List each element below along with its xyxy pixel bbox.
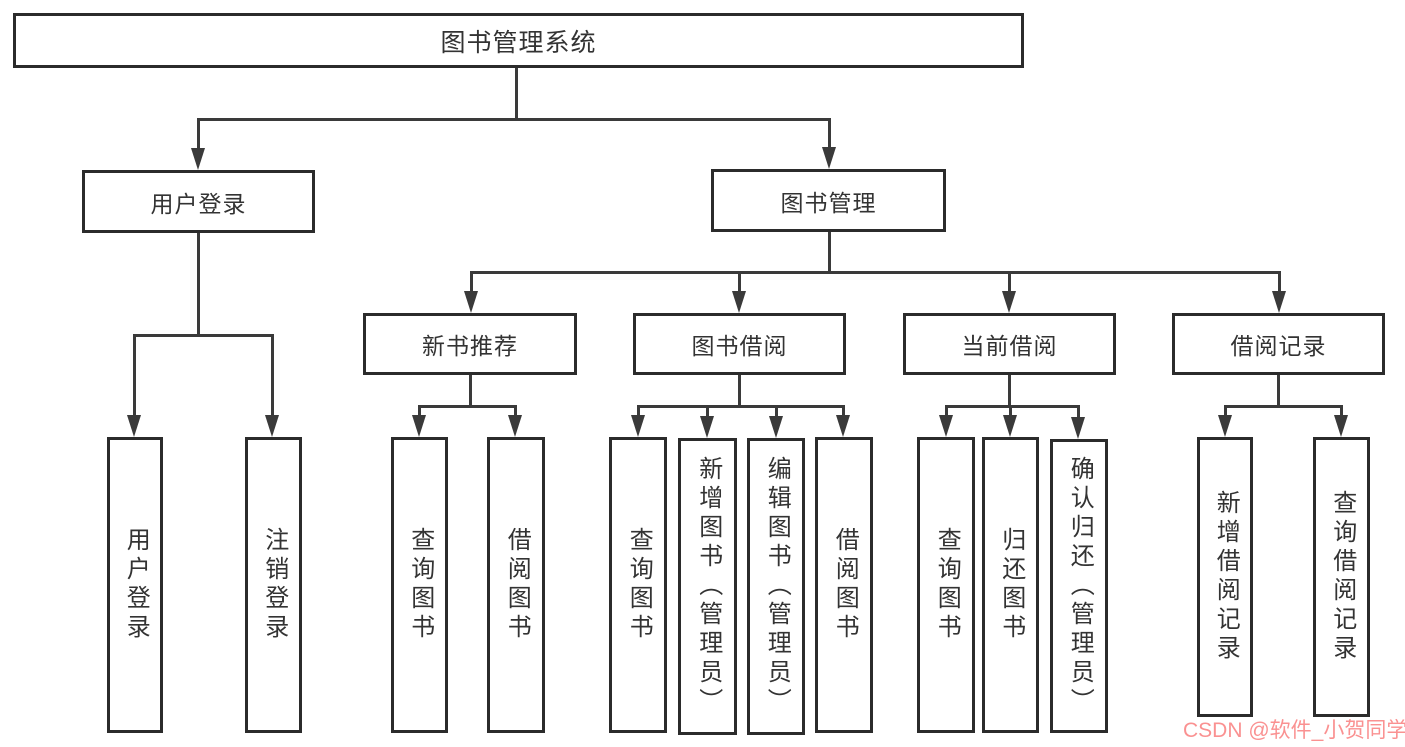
leaf-cb-query-books-label: 查询图书 bbox=[933, 527, 961, 643]
leaf-bb-query-books-label: 查询图书 bbox=[625, 527, 653, 643]
connector-ul-drop-1 bbox=[133, 334, 136, 417]
arrow-down-icon bbox=[732, 291, 746, 313]
connector-g2-leaf-drop bbox=[1077, 405, 1080, 420]
leaf-bb-borrow-books-label: 借阅图书 bbox=[831, 527, 859, 643]
connector-g1-drop bbox=[738, 271, 741, 293]
connector-level3-rail bbox=[470, 271, 1281, 274]
arrow-down-icon bbox=[1334, 415, 1348, 437]
leaf-bb-borrow-books: 借阅图书 bbox=[815, 437, 873, 733]
leaf-cb-query-books: 查询图书 bbox=[917, 437, 975, 733]
connector-g1-leaf-drop bbox=[706, 405, 709, 418]
arrow-down-icon bbox=[822, 147, 836, 169]
connector-g1-leaf-drop bbox=[775, 405, 778, 418]
leaf-rec-query-books: 查询图书 bbox=[391, 437, 448, 733]
connector-g3-stem bbox=[1277, 375, 1280, 407]
arrow-down-icon bbox=[1071, 417, 1085, 439]
leaf-logout-label: 注销登录 bbox=[260, 527, 288, 643]
connector-ul-drop-2 bbox=[271, 334, 274, 417]
arrow-down-icon bbox=[939, 415, 953, 437]
arrow-down-icon bbox=[191, 148, 205, 170]
leaf-user-login-label: 用户登录 bbox=[122, 527, 150, 643]
connector-g2-drop bbox=[1008, 271, 1011, 293]
connector-book-mgmt-drop bbox=[828, 118, 831, 151]
connector-g2-leaf-drop bbox=[945, 405, 948, 418]
arrow-down-icon bbox=[1218, 415, 1232, 437]
connector-user-login-drop bbox=[197, 118, 200, 152]
connector-g3-leaf-drop bbox=[1224, 405, 1227, 418]
leaf-rec-borrow-books: 借阅图书 bbox=[487, 437, 545, 733]
arrow-down-icon bbox=[464, 291, 478, 313]
leaf-br-query-record-label: 查询借阅记录 bbox=[1328, 490, 1356, 664]
leaf-cb-confirm-return-admin-label: 确认归还（管理员） bbox=[1066, 455, 1094, 717]
connector-g3-leaf-drop bbox=[1340, 405, 1343, 418]
leaf-bb-query-books: 查询图书 bbox=[609, 437, 667, 733]
connector-g2-rail bbox=[945, 405, 1080, 408]
leaf-logout: 注销登录 bbox=[245, 437, 302, 733]
leaf-bb-edit-books-admin-label: 编辑图书（管理员） bbox=[763, 456, 791, 717]
arrow-down-icon bbox=[265, 415, 279, 437]
node-book-borrow-label: 图书借阅 bbox=[691, 333, 788, 359]
node-current-borrow-label: 当前借阅 bbox=[961, 333, 1058, 359]
leaf-cb-return-books: 归还图书 bbox=[982, 437, 1039, 733]
leaf-br-add-record: 新增借阅记录 bbox=[1197, 437, 1253, 717]
connector-g3-rail bbox=[1224, 405, 1343, 408]
csdn-watermark: CSDN @软件_小贺同学 bbox=[1183, 719, 1405, 742]
node-borrow-record-label: 借阅记录 bbox=[1230, 333, 1327, 359]
connector-bm-stem bbox=[828, 232, 831, 273]
connector-g1-leaf-drop bbox=[842, 405, 845, 418]
arrow-down-icon bbox=[412, 415, 426, 437]
connector-root-stem bbox=[515, 68, 518, 121]
node-user-login-label: 用户登录 bbox=[150, 190, 247, 217]
connector-g3-drop bbox=[1278, 271, 1281, 293]
node-borrow-record: 借阅记录 bbox=[1172, 313, 1385, 375]
leaf-cb-confirm-return-admin: 确认归还（管理员） bbox=[1050, 439, 1108, 733]
arrow-down-icon bbox=[769, 416, 783, 438]
node-current-borrow: 当前借阅 bbox=[903, 313, 1116, 375]
connector-ul-rail bbox=[133, 334, 274, 337]
arrow-down-icon bbox=[700, 416, 714, 438]
connector-g2-stem bbox=[1008, 375, 1011, 407]
leaf-bb-edit-books-admin: 编辑图书（管理员） bbox=[747, 438, 805, 735]
node-book-management-label: 图书管理 bbox=[780, 189, 877, 216]
connector-g2-leaf-drop bbox=[1009, 405, 1012, 418]
arrow-down-icon bbox=[127, 415, 141, 437]
node-new-book-recommend-label: 新书推荐 bbox=[422, 333, 518, 359]
connector-ul-stem bbox=[197, 233, 200, 336]
arrow-down-icon bbox=[836, 415, 850, 437]
leaf-user-login: 用户登录 bbox=[107, 437, 163, 733]
leaf-br-add-record-label: 新增借阅记录 bbox=[1212, 490, 1240, 664]
connector-level1-rail bbox=[197, 118, 831, 121]
arrow-down-icon bbox=[508, 415, 522, 437]
node-user-login: 用户登录 bbox=[82, 170, 315, 233]
node-root-label: 图书管理系统 bbox=[440, 28, 597, 57]
leaf-rec-query-books-label: 查询图书 bbox=[406, 527, 434, 643]
leaf-bb-add-books-admin-label: 新增图书（管理员） bbox=[694, 456, 722, 717]
arrow-down-icon bbox=[631, 415, 645, 437]
node-new-book-recommend: 新书推荐 bbox=[363, 313, 577, 375]
leaf-rec-borrow-books-label: 借阅图书 bbox=[503, 527, 531, 643]
leaf-bb-add-books-admin: 新增图书（管理员） bbox=[678, 438, 737, 735]
leaf-cb-return-books-label: 归还图书 bbox=[997, 527, 1025, 643]
connector-g0-drop bbox=[470, 271, 473, 293]
node-root: 图书管理系统 bbox=[13, 13, 1024, 68]
arrow-down-icon bbox=[1002, 291, 1016, 313]
connector-g0-leaf-drop bbox=[514, 405, 517, 418]
node-book-borrow: 图书借阅 bbox=[633, 313, 846, 375]
connector-g1-stem bbox=[738, 375, 741, 407]
node-book-management: 图书管理 bbox=[711, 169, 946, 232]
arrow-down-icon bbox=[1003, 415, 1017, 437]
connector-g0-rail bbox=[418, 405, 517, 408]
connector-g0-leaf-drop bbox=[418, 405, 421, 418]
connector-g1-leaf-drop bbox=[637, 405, 640, 418]
leaf-br-query-record: 查询借阅记录 bbox=[1313, 437, 1370, 717]
connector-g0-stem bbox=[469, 375, 472, 407]
arrow-down-icon bbox=[1272, 291, 1286, 313]
connector-g1-rail bbox=[637, 405, 845, 408]
